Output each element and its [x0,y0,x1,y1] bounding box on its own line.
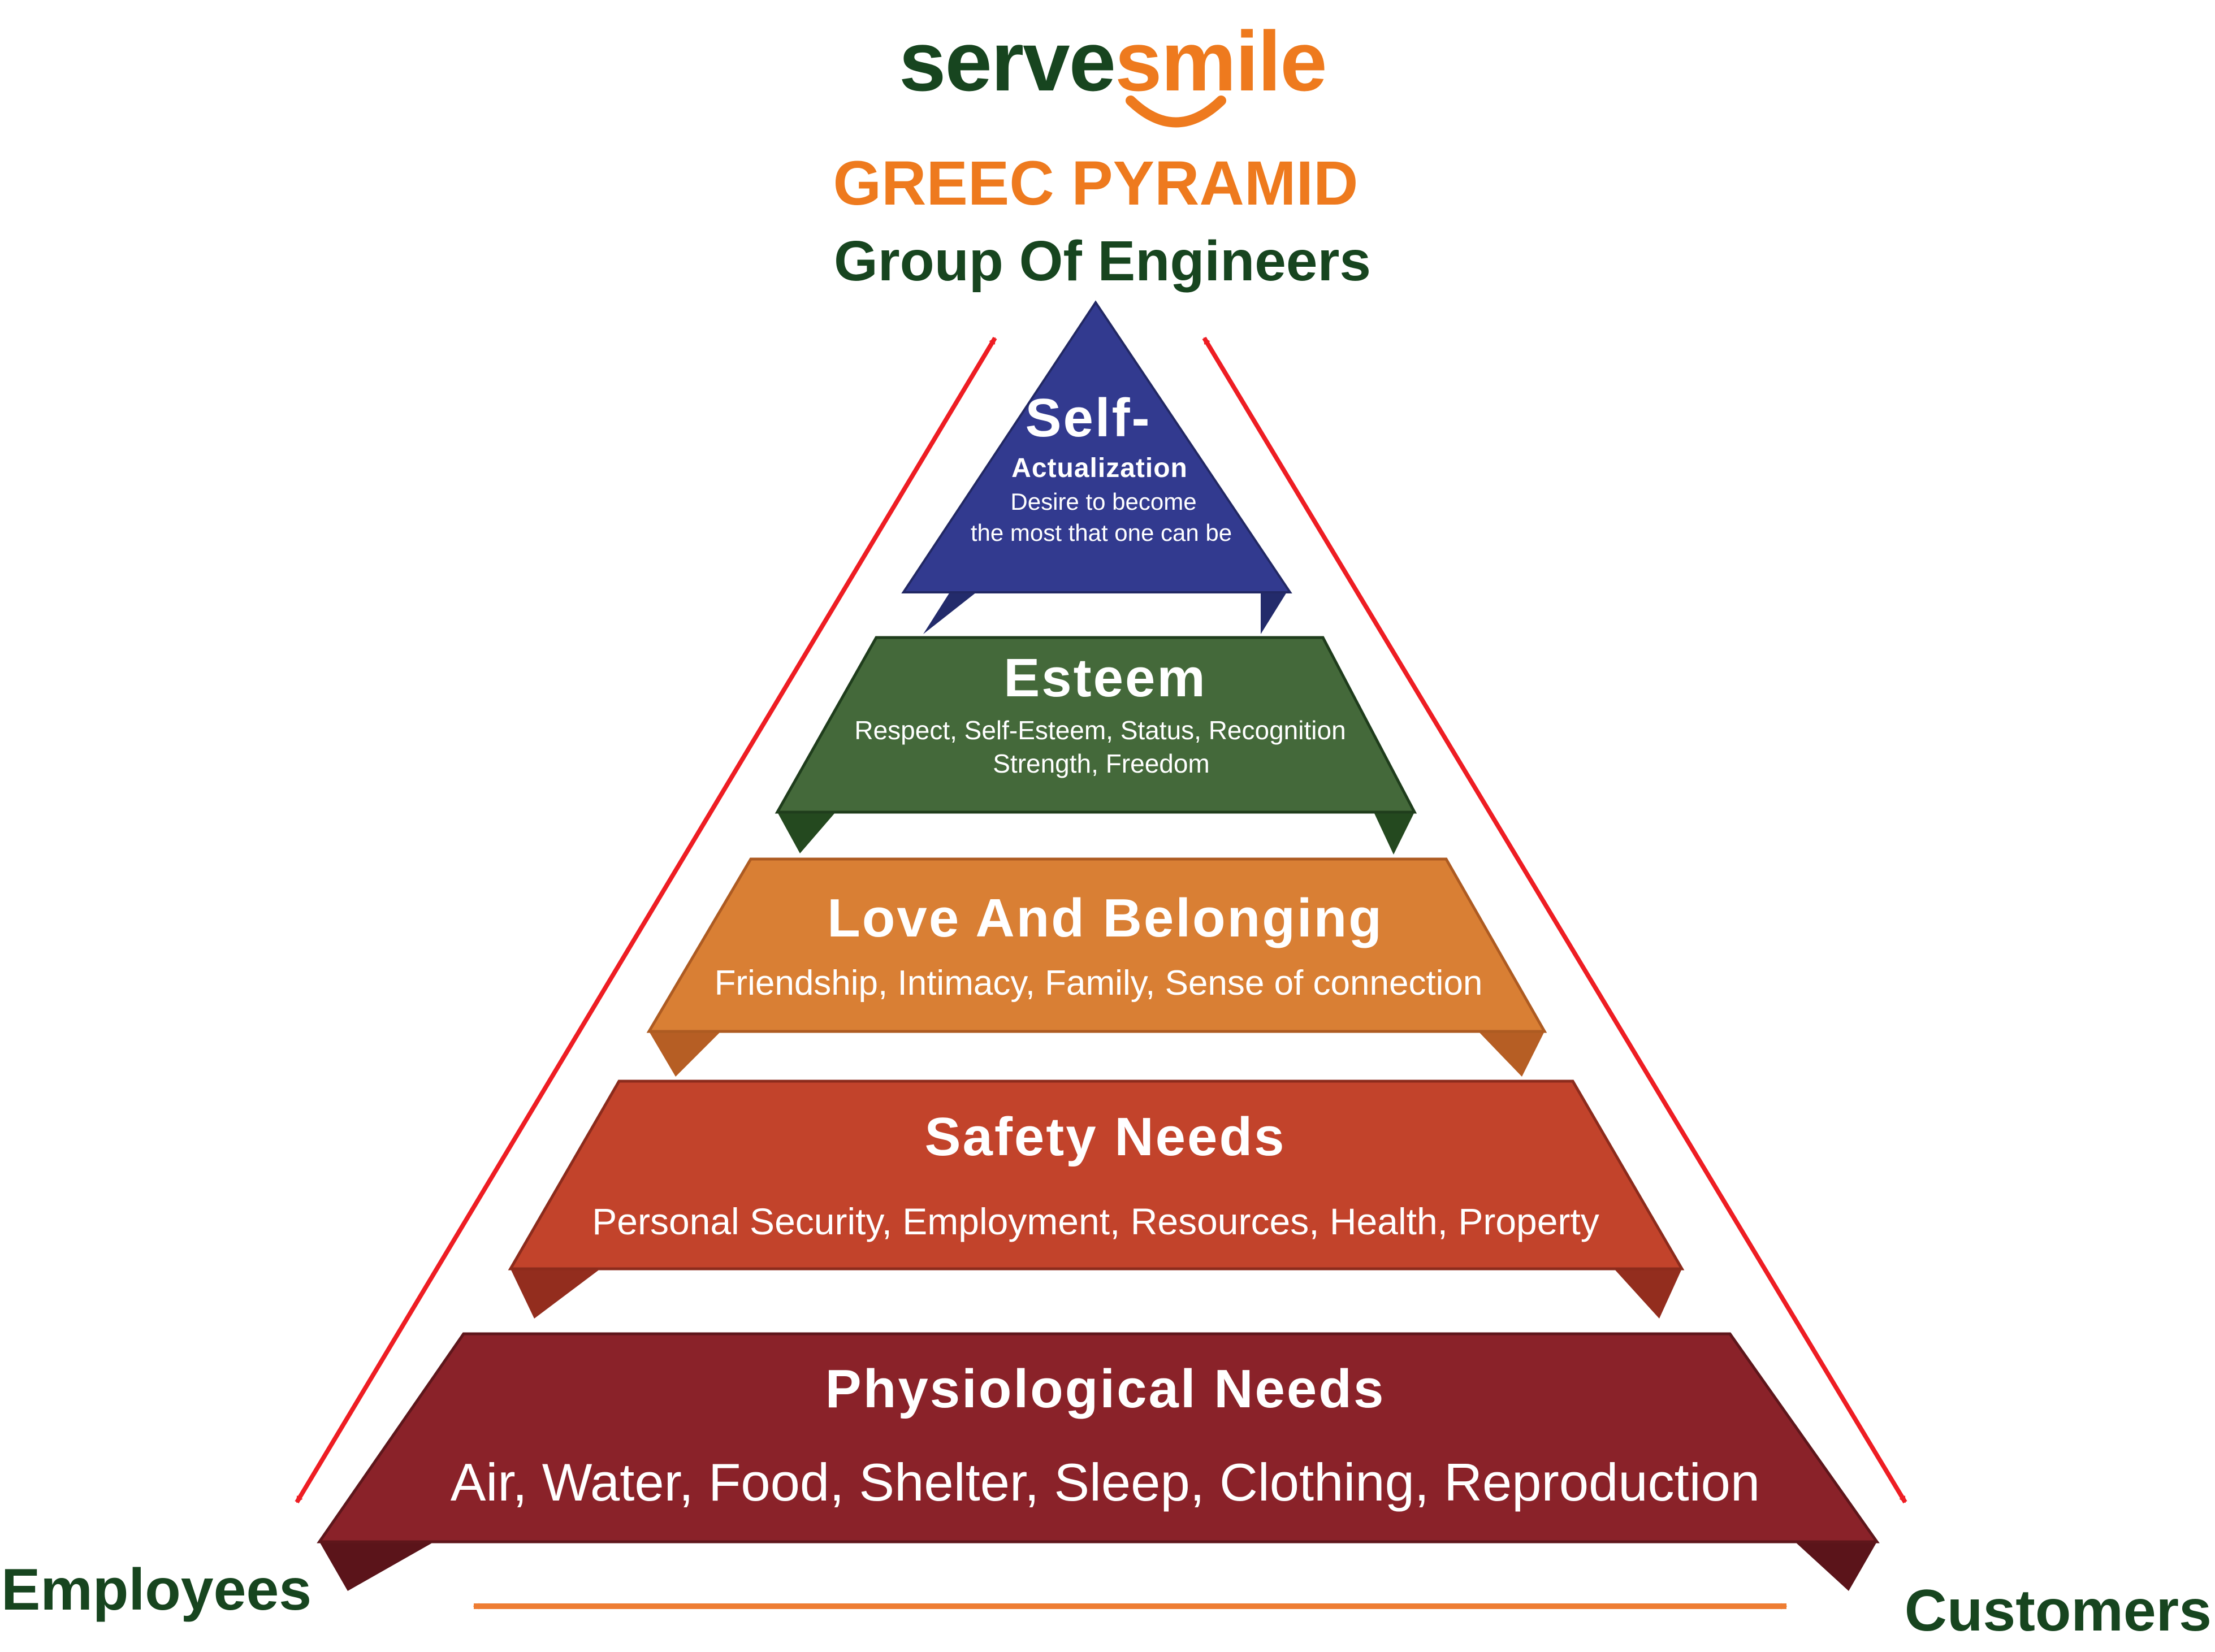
right-double-arrow [1202,336,1907,1504]
tier-self-actualization-sub1: Desire to become [1010,488,1196,515]
servesmile-logo: servesmile [899,14,1327,128]
tier-love-belonging: Love And Belonging Friendship, Intimacy,… [646,857,1547,1077]
tier-esteem-sub2: Strength, Freedom [993,749,1210,778]
page-title: GREEC PYRAMID [833,149,1359,218]
logo-serve: serve [899,14,1115,109]
tier-self-actualization-sub2: the most that one can be [971,519,1232,546]
svg-text:servesmile: servesmile [899,14,1326,109]
tier-safety-needs-sub1: Personal Security, Employment, Resources… [592,1200,1599,1242]
logo-smile-curve [1126,96,1226,128]
tier-physiological-needs-sub1: Air, Water, Food, Shelter, Sleep, Clothi… [451,1452,1760,1512]
tier-esteem-sub1: Respect, Self-Esteem, Status, Recognitio… [854,716,1346,745]
label-customers: Customers [1905,1578,2212,1644]
tier-safety-needs: Safety Needs Personal Security, Employme… [508,1079,1685,1319]
left-double-arrow [295,336,997,1504]
tier-physiological-needs-title: Physiological Needs [825,1359,1386,1419]
tier-self-actualization: Self- Actualization Desire to become the… [901,300,1292,634]
tier-esteem: Esteem Respect, Self-Esteem, Status, Rec… [775,636,1417,855]
logo-smile: smile [1115,14,1326,109]
tier-esteem-title: Esteem [1003,648,1207,708]
tier-safety-needs-title: Safety Needs [925,1107,1286,1167]
tier-love-belonging-sub1: Friendship, Intimacy, Family, Sense of c… [715,964,1483,1003]
tier-physiological-needs: Physiological Needs Air, Water, Food, Sh… [317,1332,1880,1591]
tier-self-actualization-title: Self- [1025,388,1151,448]
page-subtitle: Group Of Engineers [834,229,1371,293]
tier-self-actualization-title2: Actualization [1011,453,1188,483]
tier-love-belonging-title: Love And Belonging [827,888,1383,948]
label-employees: Employees [1,1557,312,1623]
